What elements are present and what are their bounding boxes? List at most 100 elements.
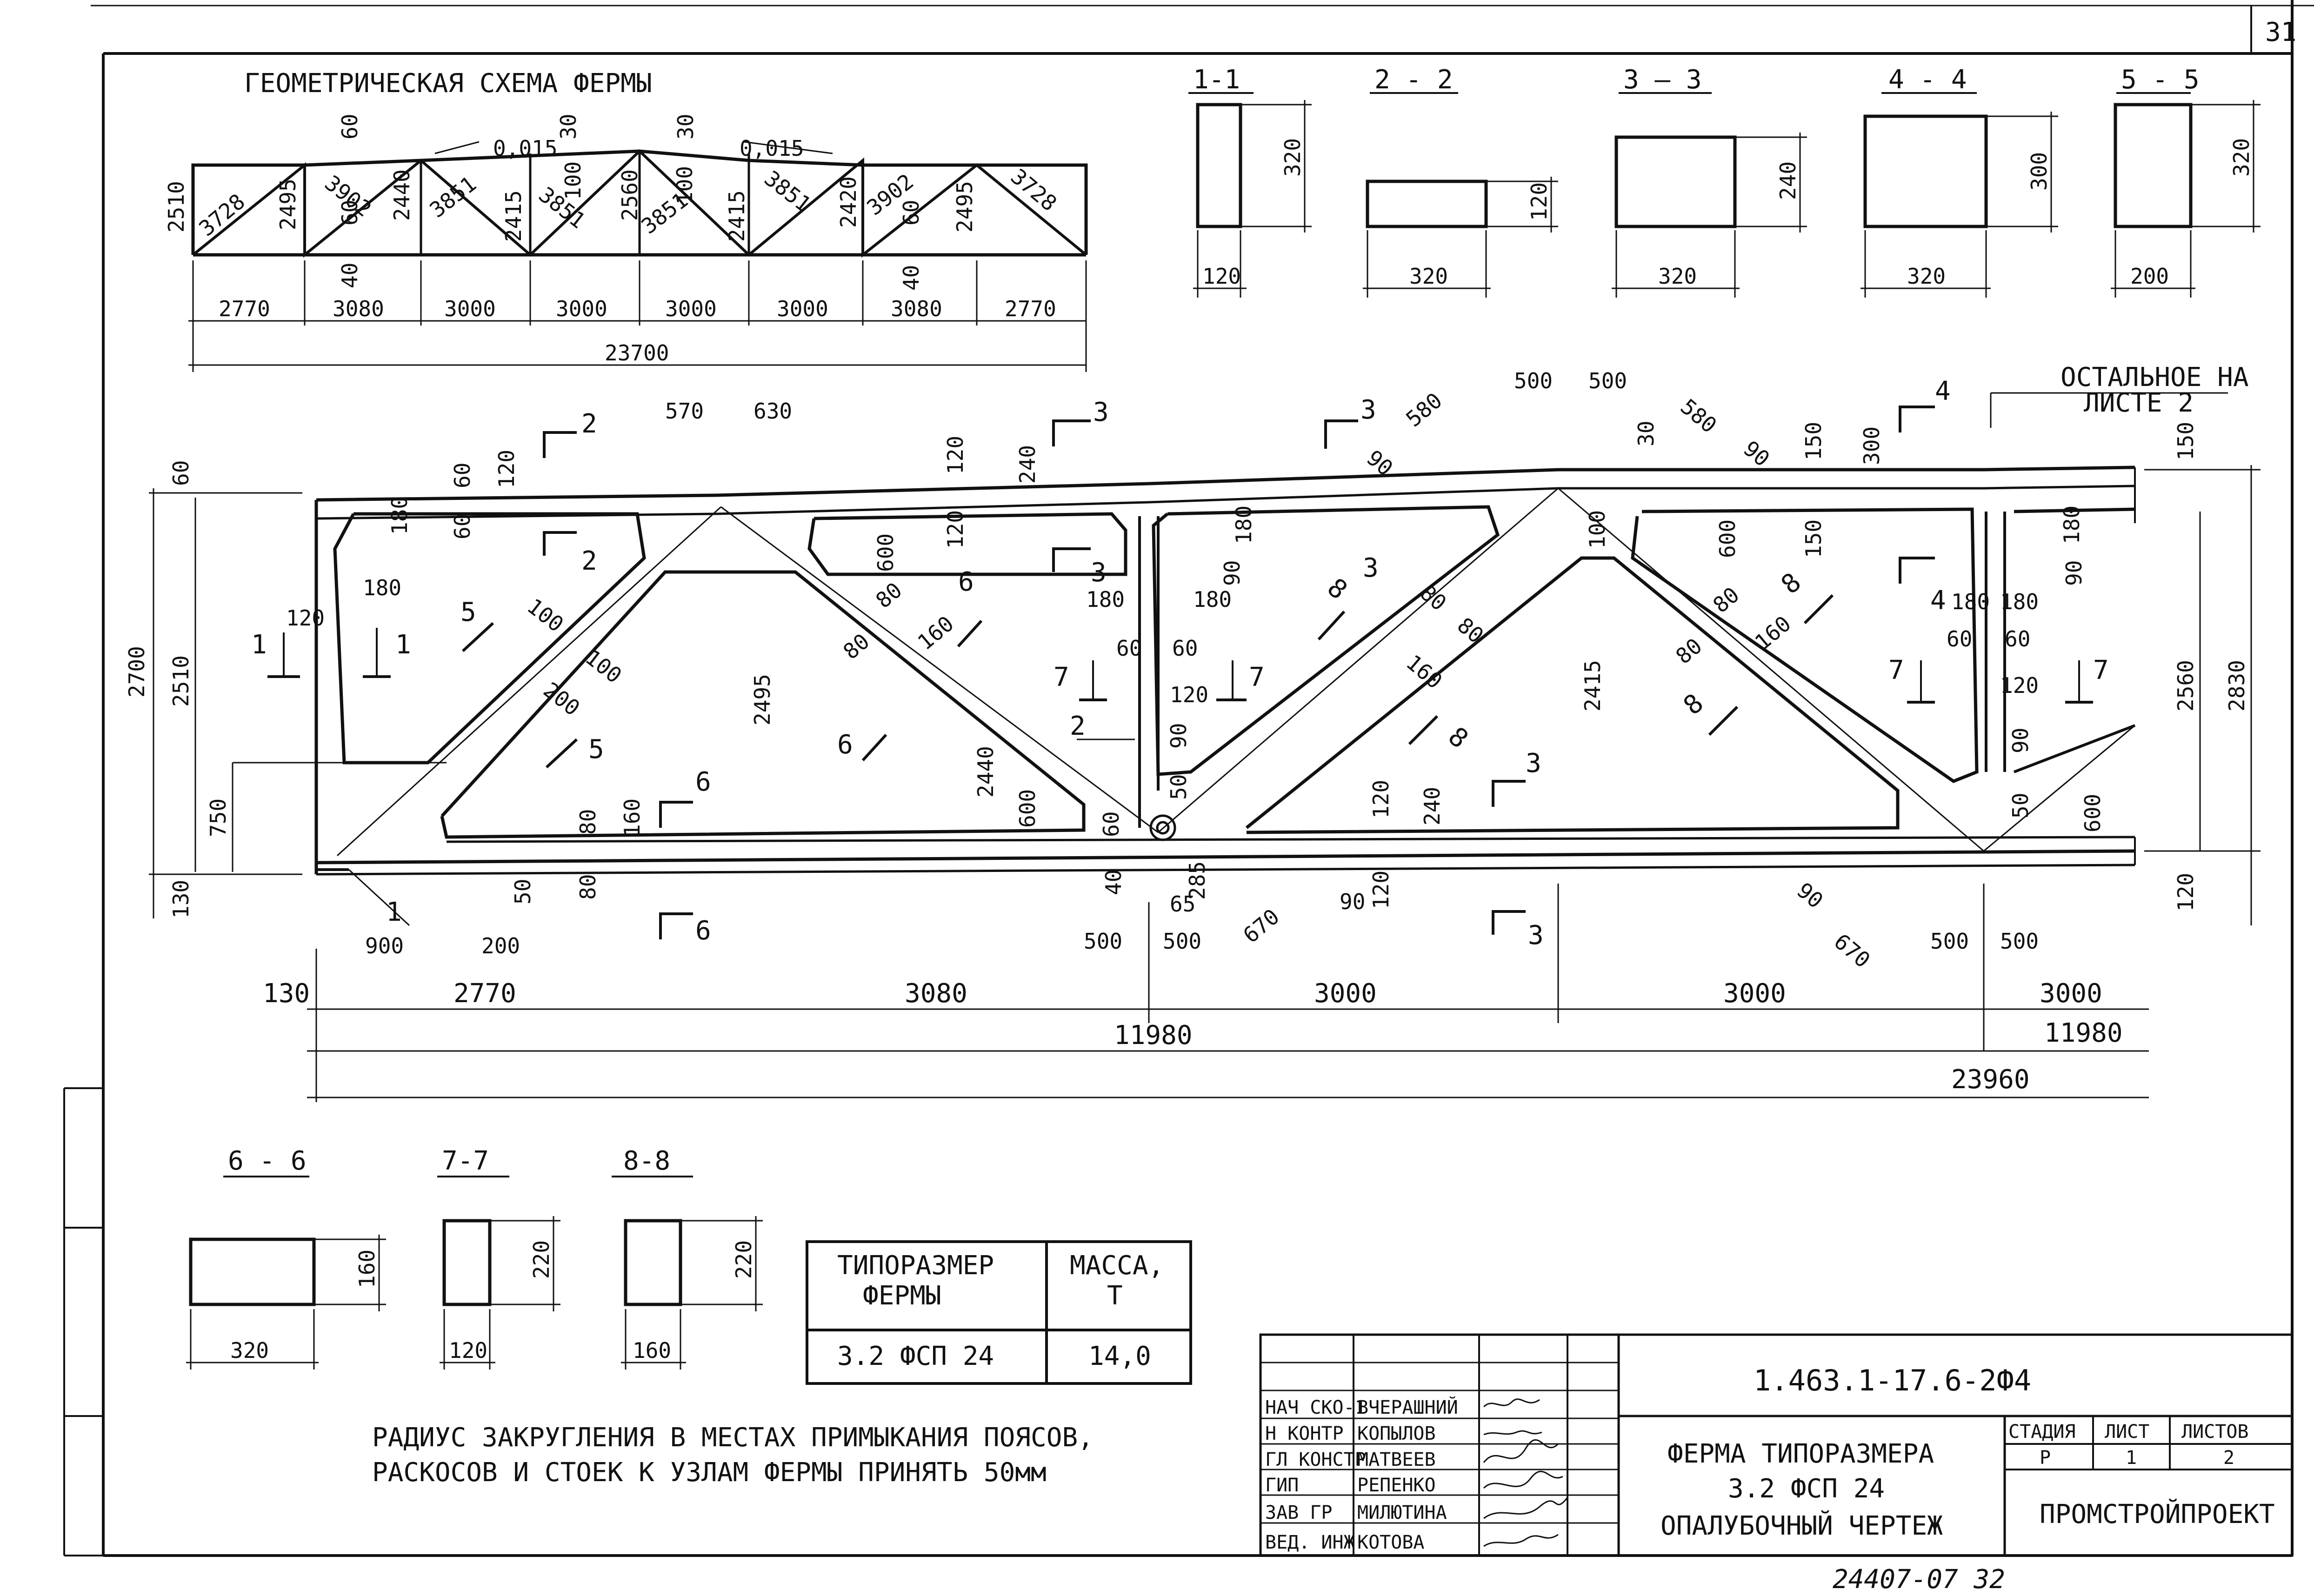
- svg-text:60: 60: [1116, 636, 1142, 661]
- section-5-5: 5 - 5 320 200: [2111, 65, 2261, 298]
- svg-text:7: 7: [2093, 655, 2109, 685]
- ostalnoe-line1: ОСТАЛЬНОЕ НА: [2061, 362, 2249, 392]
- svg-text:3: 3: [1093, 397, 1109, 427]
- list-header: ЛИСТ: [2105, 1421, 2149, 1443]
- svg-text:5: 5: [460, 597, 476, 627]
- svg-text:180: 180: [1951, 589, 1990, 614]
- svg-text:120: 120: [2000, 673, 2039, 698]
- elevation-left-dims: 2700 2510 750 60 130: [124, 460, 231, 918]
- svg-text:320: 320: [230, 1338, 269, 1363]
- svg-text:150: 150: [1801, 519, 1826, 558]
- title-line2: 3.2 ФСП 24: [1728, 1474, 1885, 1504]
- svg-text:ВЕД. ИНЖ: ВЕД. ИНЖ: [1265, 1532, 1355, 1553]
- svg-text:500: 500: [1084, 929, 1122, 954]
- svg-text:180: 180: [1086, 587, 1125, 612]
- svg-text:3: 3: [1091, 558, 1107, 588]
- svg-text:2: 2: [1070, 711, 1086, 741]
- svg-text:240: 240: [1015, 445, 1040, 484]
- elevation-bottom-labels: 900 200 500 500 500 500: [365, 929, 2039, 958]
- svg-text:60: 60: [450, 463, 475, 488]
- mass-table: [806, 1240, 1192, 1385]
- svg-text:200: 200: [539, 677, 585, 721]
- svg-text:50: 50: [1166, 774, 1191, 800]
- svg-text:3 — 3: 3 — 3: [1623, 65, 1702, 95]
- elevation-inner-labels: 180 180 120 100 100 200 80 80 160 2495 2…: [286, 496, 2105, 973]
- svg-text:120: 120: [449, 1338, 487, 1363]
- svg-text:80: 80: [871, 577, 907, 613]
- listov-header: ЛИСТОВ: [2181, 1421, 2249, 1443]
- svg-text:580: 580: [1676, 394, 1721, 438]
- svg-text:50: 50: [2008, 793, 2033, 818]
- svg-text:МАТВЕЕВ: МАТВЕЕВ: [1357, 1449, 1436, 1470]
- svg-text:60: 60: [450, 514, 475, 539]
- svg-text:500: 500: [1930, 929, 1969, 954]
- svg-text:2415: 2415: [724, 190, 749, 242]
- svg-text:30: 30: [556, 114, 581, 140]
- schema-height: 2510: [164, 181, 189, 233]
- mass-h1: ТИПОРАЗМЕР: [837, 1250, 994, 1281]
- svg-text:120: 120: [286, 605, 325, 631]
- svg-text:500: 500: [2000, 929, 2039, 954]
- cut-marks: [267, 406, 2093, 939]
- svg-text:285: 285: [1185, 861, 1210, 900]
- svg-text:60: 60: [1172, 636, 1198, 661]
- section-3-3: 3 — 3 240 320: [1612, 65, 1807, 298]
- svg-text:320: 320: [1907, 264, 1946, 289]
- svg-text:120: 120: [1527, 182, 1552, 221]
- organization: ПРОМСТРОЙПРОЕКТ: [2040, 1499, 2275, 1530]
- svg-text:320: 320: [1280, 138, 1305, 177]
- svg-text:180: 180: [2000, 589, 2039, 614]
- svg-text:РЕПЕНКО: РЕПЕНКО: [1357, 1475, 1436, 1496]
- svg-text:160: 160: [1401, 650, 1447, 694]
- svg-text:1: 1: [386, 897, 402, 927]
- svg-text:80: 80: [838, 628, 874, 664]
- svg-text:2770: 2770: [1005, 296, 1056, 321]
- svg-text:900: 900: [365, 933, 404, 958]
- svg-text:ГЛ КОНСТР: ГЛ КОНСТР: [1265, 1449, 1366, 1470]
- svg-text:150: 150: [1801, 422, 1826, 460]
- schema-diag-labels: 3728 2495 3902 2440 3851 2415 3851 2560 …: [194, 164, 1061, 242]
- svg-text:80: 80: [575, 874, 600, 900]
- svg-text:220: 220: [731, 1240, 756, 1279]
- schema-slope: [434, 141, 833, 154]
- svg-text:3080: 3080: [333, 296, 384, 321]
- mass-h2b: Т: [1107, 1281, 1123, 1311]
- schema-truss: [191, 149, 1088, 258]
- svg-text:3: 3: [1528, 920, 1544, 951]
- svg-text:2420: 2420: [836, 176, 861, 228]
- svg-text:40: 40: [1101, 870, 1126, 895]
- svg-text:630: 630: [754, 399, 792, 424]
- svg-text:80: 80: [1453, 612, 1488, 648]
- svg-text:240: 240: [1775, 161, 1801, 200]
- svg-text:7: 7: [1249, 662, 1265, 692]
- signature-roles: НАЧ СКО-1 Н КОНТР ГЛ КОНСТР ГИП ЗАВ ГР В…: [1265, 1397, 1366, 1553]
- svg-text:3851: 3851: [760, 166, 816, 217]
- svg-text:5 - 5: 5 - 5: [2121, 65, 2200, 95]
- svg-text:2415: 2415: [501, 190, 526, 242]
- svg-text:3851: 3851: [425, 171, 481, 223]
- svg-text:2440: 2440: [973, 746, 998, 798]
- section-8-8: 8-8 220 160: [612, 1146, 763, 1370]
- svg-text:120: 120: [1202, 264, 1241, 289]
- section-2-2: 2 - 2 120 320: [1363, 65, 1558, 298]
- mass-v2: 14,0: [1088, 1341, 1151, 1371]
- svg-text:320: 320: [1658, 264, 1697, 289]
- svg-text:3080: 3080: [891, 296, 942, 321]
- svg-text:320: 320: [1409, 264, 1448, 289]
- svg-text:80: 80: [575, 809, 600, 835]
- svg-text:120: 120: [1368, 871, 1394, 909]
- svg-text:120: 120: [943, 510, 968, 549]
- svg-text:200: 200: [481, 933, 520, 958]
- svg-text:1-1: 1-1: [1193, 65, 1240, 95]
- svg-text:600: 600: [1015, 789, 1040, 828]
- svg-text:120: 120: [2173, 873, 2198, 911]
- svg-text:160: 160: [913, 611, 958, 655]
- svg-text:8: 8: [1442, 721, 1474, 754]
- svg-text:2: 2: [581, 546, 597, 576]
- slope-left: 0,015: [493, 136, 557, 161]
- mass-h2: МАССА,: [1070, 1250, 1164, 1281]
- svg-text:500: 500: [1163, 929, 1201, 954]
- mass-h1b: ФЕРМЫ: [863, 1281, 941, 1311]
- svg-text:130: 130: [263, 978, 310, 1009]
